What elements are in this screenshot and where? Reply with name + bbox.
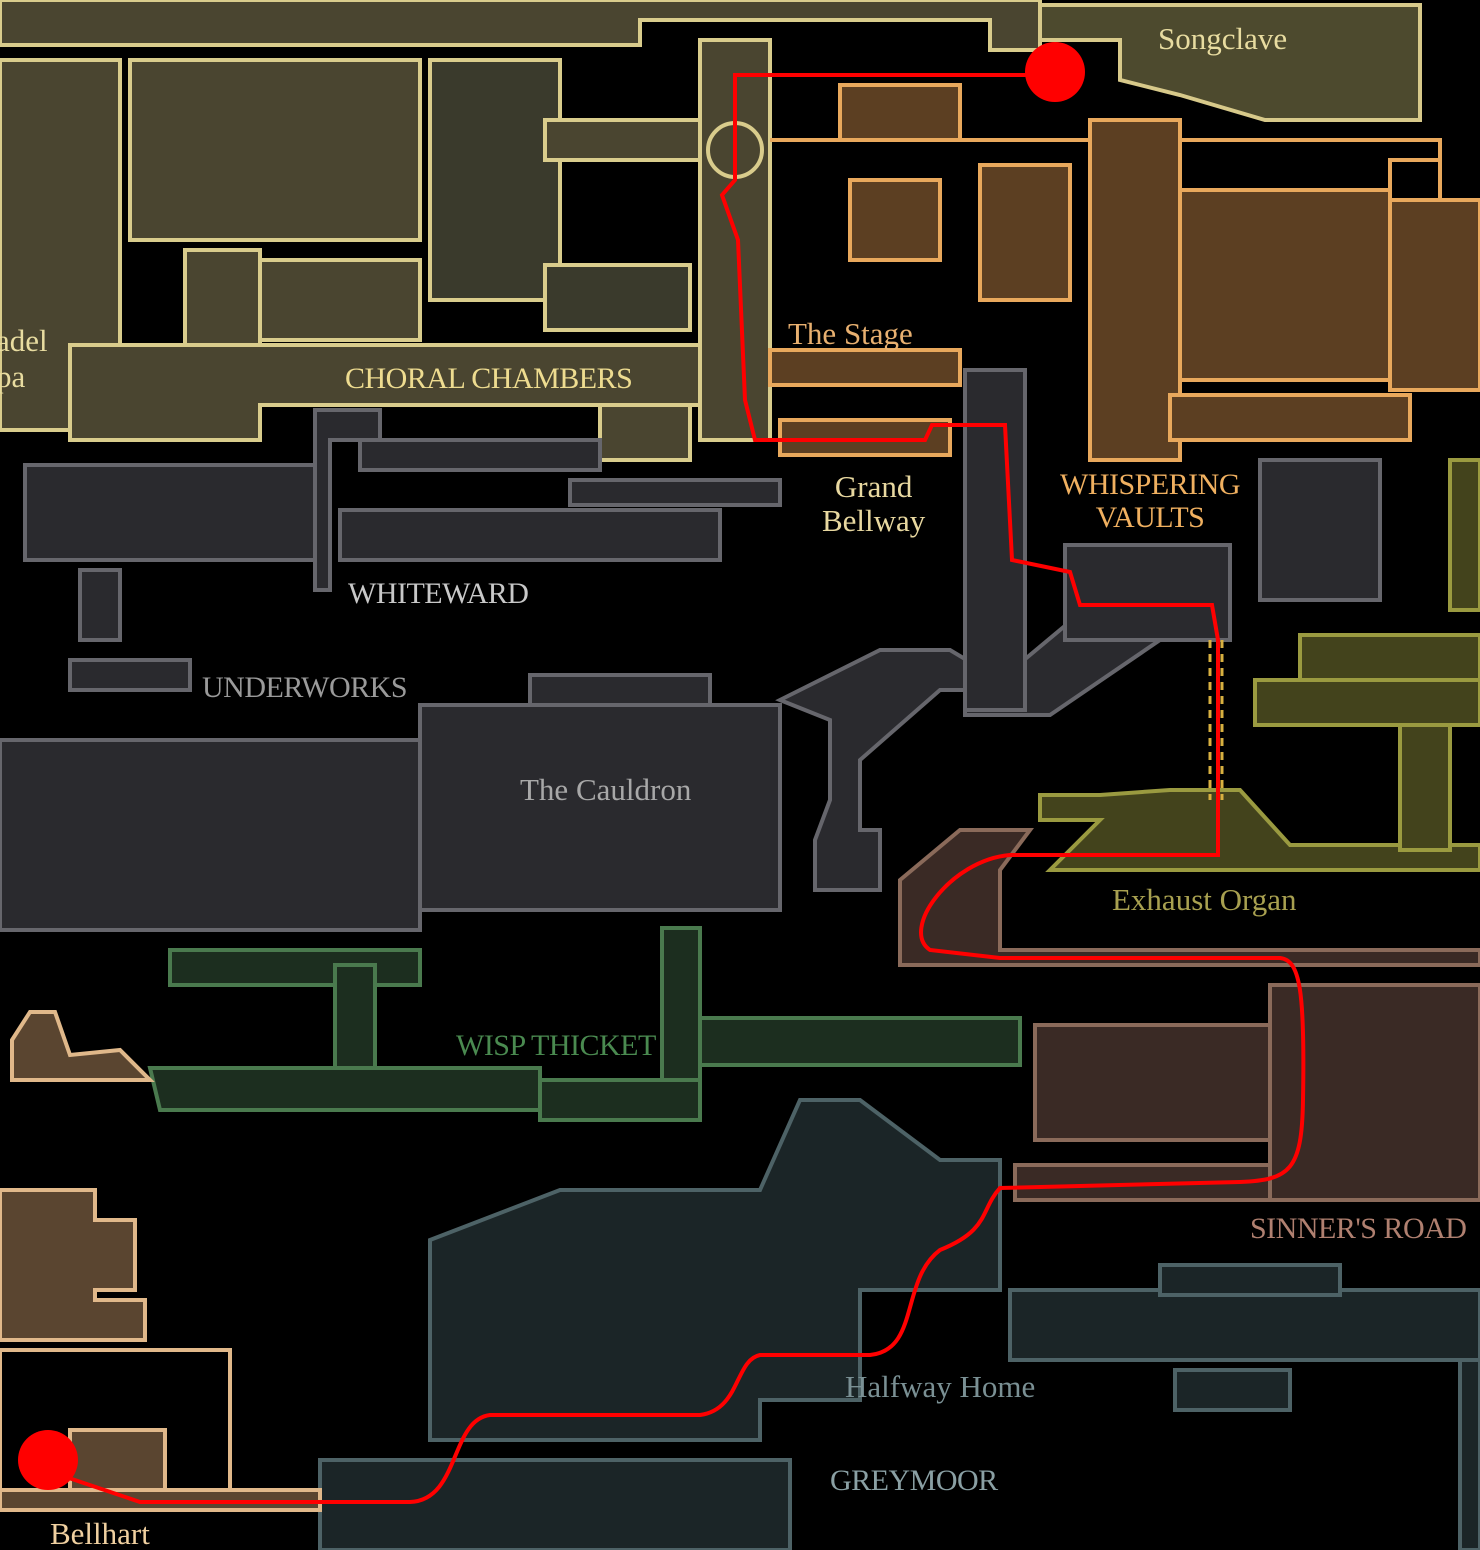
region-exhaust-organ[interactable] <box>1038 458 1480 872</box>
label-whiteward: WHITEWARD <box>348 577 529 610</box>
destination-marker[interactable] <box>1025 42 1085 102</box>
label-songclave: Songclave <box>1158 21 1288 56</box>
start-marker[interactable] <box>18 1430 78 1490</box>
label-underworks: UNDERWORKS <box>202 671 408 704</box>
label-grand-bellway-line2: Bellway <box>822 503 926 539</box>
label-whispering-vaults: WHISPERING VAULTS <box>1060 468 1241 534</box>
label-wisp-thicket: WISP THICKET <box>456 1029 656 1062</box>
region-whiteward-underworks[interactable] <box>0 368 1382 932</box>
label-bellhart: Bellhart <box>50 1516 150 1550</box>
region-songclave[interactable] <box>1038 3 1422 122</box>
label-whispering-vaults-line2: VAULTS <box>1095 501 1205 534</box>
region-greymoor[interactable] <box>318 1098 1480 1550</box>
region-choral-chambers[interactable] <box>0 0 1042 462</box>
label-the-stage: The Stage <box>788 316 913 351</box>
label-cut-left-2: pa <box>0 359 26 394</box>
label-halfway-home: Halfway Home <box>845 1369 1036 1404</box>
label-greymoor: GREYMOOR <box>830 1464 998 1497</box>
route-path <box>59 73 1306 1504</box>
label-grand-bellway: Grand Bellway <box>822 469 926 539</box>
label-whispering-vaults-line1: WHISPERING <box>1060 468 1241 501</box>
label-grand-bellway-line1: Grand <box>834 469 913 504</box>
label-sinners-road: SINNER'S ROAD <box>1250 1212 1467 1245</box>
region-wisp-thicket[interactable] <box>147 926 1022 1122</box>
label-cut-left-1: adel <box>0 323 48 358</box>
label-the-cauldron: The Cauldron <box>520 772 692 807</box>
label-exhaust-organ: Exhaust Organ <box>1112 882 1297 917</box>
region-sinners-road[interactable] <box>898 828 1480 1202</box>
region-whispering-vaults[interactable] <box>768 83 1480 462</box>
region-bellhart[interactable] <box>0 1010 322 1512</box>
label-choral-chambers: CHORAL CHAMBERS <box>345 362 633 395</box>
